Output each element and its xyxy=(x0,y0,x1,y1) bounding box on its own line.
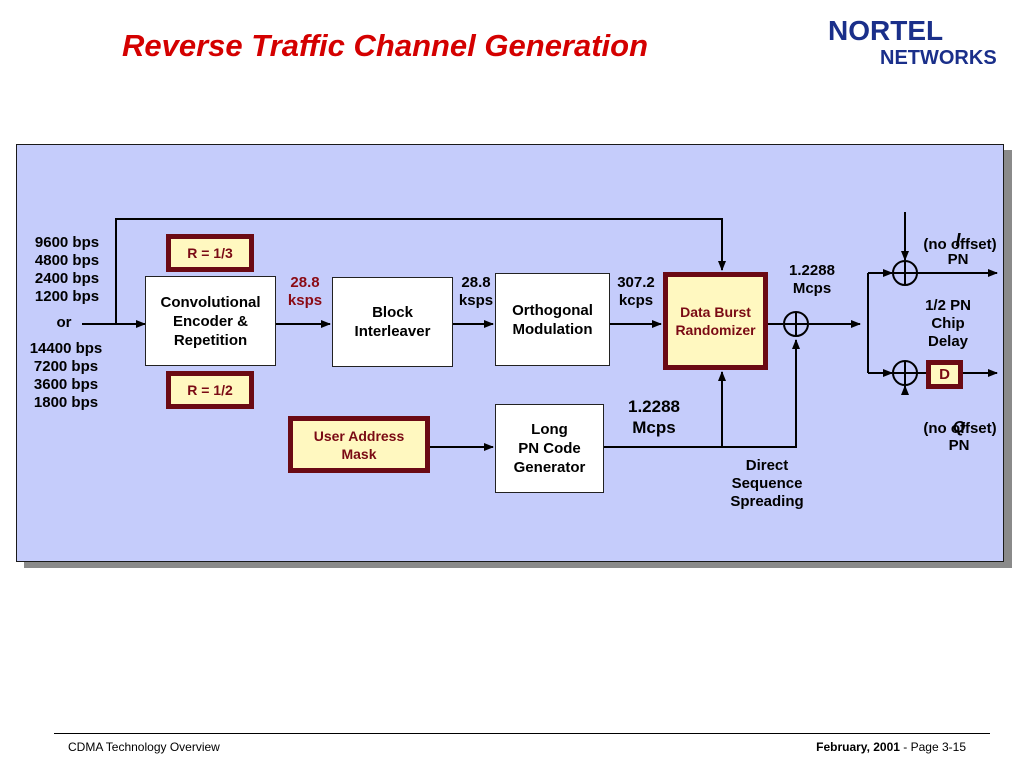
input-rates-bottom: 14400 bps 7200 bps 3600 bps 1800 bps xyxy=(29,340,103,411)
footer-left-text: CDMA Technology Overview xyxy=(68,740,220,754)
footer-divider xyxy=(54,733,990,734)
rate-after-orthogonal: 307.2 kcps xyxy=(617,274,655,309)
nortel-networks-logo: NORTEL NETWORKS xyxy=(826,14,1016,70)
footer-right-text: February, 2001 - Page 3-15 xyxy=(816,740,966,754)
footer-page: - Page 3-15 xyxy=(899,740,966,754)
i-pn-text: PN xyxy=(947,251,969,268)
rate-one-half-box: R = 1/2 xyxy=(166,371,254,409)
page-title: Reverse Traffic Channel Generation xyxy=(122,28,649,63)
q-pn-letter: Q xyxy=(952,419,966,436)
delay-box: D xyxy=(926,360,963,389)
logo-line2: NETWORKS xyxy=(880,47,997,69)
rate-after-encoder: 28.8 ksps xyxy=(287,274,323,309)
rate-after-interleaver: 28.8 ksps xyxy=(458,274,494,309)
input-rates-top: 9600 bps 4800 bps 2400 bps 1200 bps xyxy=(34,234,100,305)
logo-line1: NORTEL xyxy=(828,15,943,46)
i-pn-letter: I xyxy=(955,230,961,250)
direct-sequence-spreading-label: Direct Sequence Spreading xyxy=(730,457,804,510)
data-burst-randomizer-box: Data Burst Randomizer xyxy=(663,272,768,370)
q-pn-text: PN xyxy=(948,437,970,454)
user-address-mask-box: User Address Mask xyxy=(288,416,430,473)
q-pn-label: Q PN xyxy=(926,401,992,455)
long-pn-generator-box: Long PN Code Generator xyxy=(495,404,604,493)
convolutional-encoder-box: Convolutional Encoder & Repetition xyxy=(145,276,276,366)
chip-delay-label: 1/2 PN Chip Delay xyxy=(925,297,971,350)
i-pn-label: I PN xyxy=(928,213,988,269)
orthogonal-modulation-box: Orthogonal Modulation xyxy=(495,273,610,366)
q-pn-offset: (no offset) xyxy=(923,420,997,437)
footer-date: February, 2001 xyxy=(816,740,900,754)
rate-one-third-box: R = 1/3 xyxy=(166,234,254,272)
block-interleaver-box: Block Interleaver xyxy=(332,277,453,367)
long-pn-rate: 1.2288 Mcps xyxy=(628,397,680,437)
rate-after-spreading: 1.2288 Mcps xyxy=(789,262,835,297)
i-pn-offset: (no offset) xyxy=(923,236,997,253)
input-or: or xyxy=(56,314,72,331)
